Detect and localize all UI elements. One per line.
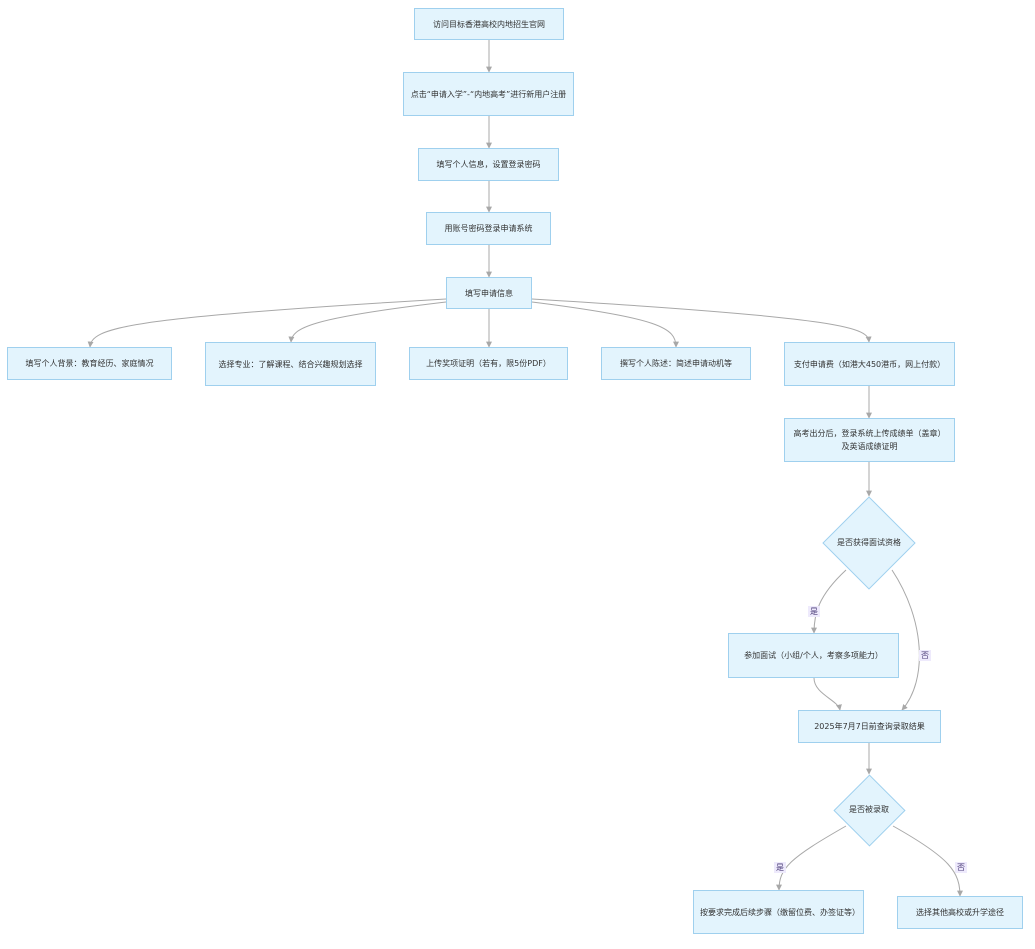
edge-label-yes: 是: [808, 606, 820, 617]
branch-choose-major: 选择专业：了解课程、结合兴趣规划选择: [205, 342, 376, 386]
branch-pay-fee: 支付申请费（如港大450港币，网上付款）: [784, 342, 955, 386]
edge-n5-b5: [531, 298, 872, 343]
edge-label-yes: 是: [774, 862, 786, 873]
edge-n7-n8: [813, 677, 842, 711]
edge-d1-n7: [811, 569, 847, 634]
edge-label-no: 否: [919, 650, 931, 661]
step-check-result: 2025年7月7日前查询录取结果: [798, 710, 941, 743]
edge-n5-b2: [288, 301, 447, 343]
edge-n5-b4: [531, 301, 679, 348]
edge-d2-n9: [776, 825, 847, 891]
edge-d2-n10: [892, 825, 963, 897]
step-register-account: 点击“申请入学”-“内地高考”进行新用户注册: [403, 72, 574, 116]
branch-personal-background: 填写个人背景：教育经历、家庭情况: [7, 347, 172, 380]
branch-upload-awards: 上传奖项证明（若有，限5份PDF）: [409, 347, 568, 380]
step-attend-interview: 参加面试（小组/个人，考察多项能力）: [728, 633, 899, 678]
decision-interview-eligibility: 是否获得面试资格: [822, 496, 916, 590]
step-other-options: 选择其他高校或升学途径: [897, 896, 1023, 929]
step-upload-scores: 高考出分后，登录系统上传成绩单（盖章）及英语成绩证明: [784, 418, 955, 462]
step-login-system: 用账号密码登录申请系统: [426, 212, 551, 245]
edge-n5-b1: [87, 298, 447, 348]
step-fill-application: 填写申请信息: [446, 277, 532, 309]
edge-d1-n8: [891, 569, 920, 711]
step-fill-personal-info: 填写个人信息，设置登录密码: [418, 148, 559, 181]
decision-label: 是否获得面试资格: [837, 538, 901, 547]
decision-label: 是否被录取: [849, 805, 889, 814]
decision-admitted: 是否被录取: [832, 773, 906, 847]
branch-personal-statement: 撰写个人陈述：简述申请动机等: [601, 347, 751, 380]
edge-label-no: 否: [955, 862, 967, 873]
step-visit-website: 访问目标香港高校内地招生官网: [414, 8, 564, 40]
step-follow-up: 按要求完成后续步骤（缴留位费、办签证等）: [693, 890, 864, 934]
